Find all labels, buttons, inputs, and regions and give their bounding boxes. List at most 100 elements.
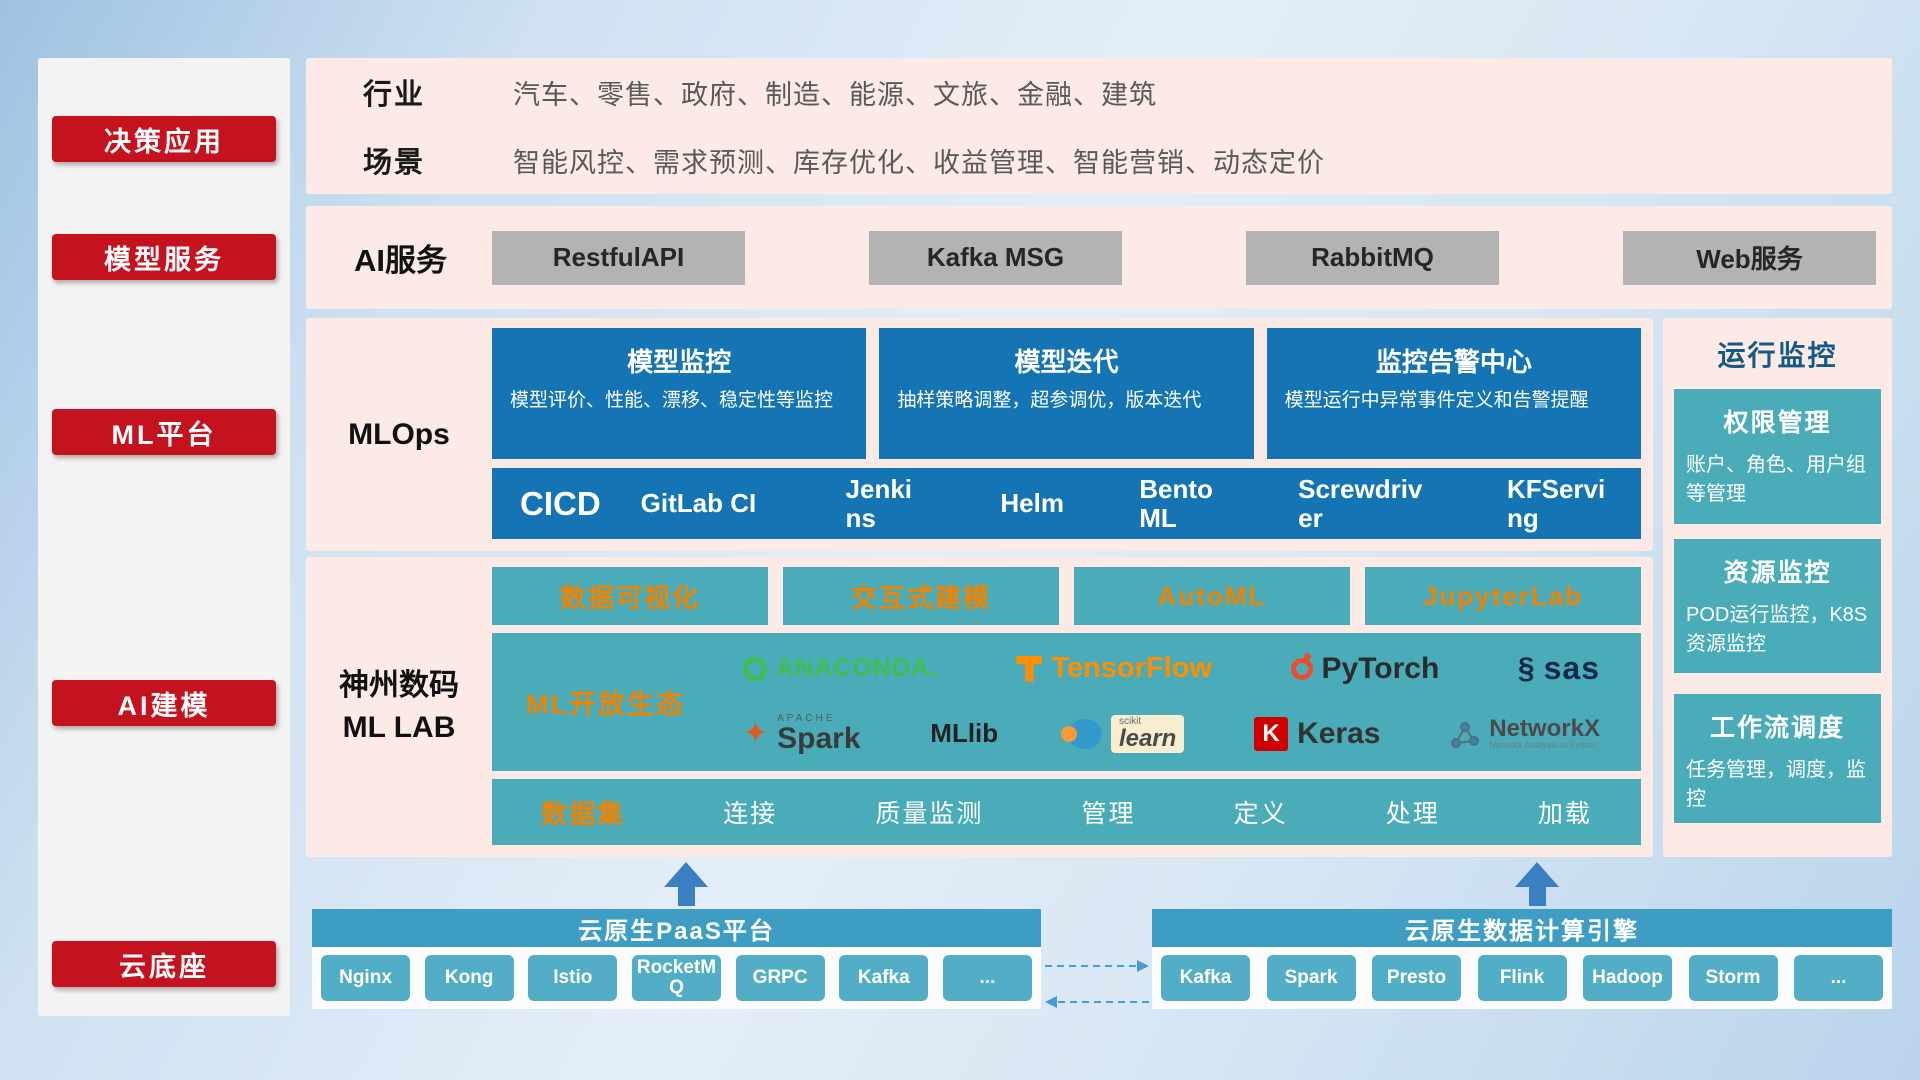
networkx-text: NetworkX: [1489, 715, 1600, 743]
ai-service-label: AI服务: [354, 243, 447, 278]
anaconda-text: ANACONDA.: [776, 654, 938, 683]
component-nginx: Nginx: [321, 955, 410, 1001]
spark-star-icon: ✦: [743, 716, 769, 750]
ecosystem-row-1: ANACONDA. TensorFlow PyTorch § sas: [717, 650, 1626, 687]
data-engine-bar: 云原生数据计算引擎: [1152, 909, 1892, 947]
sas-text: sas: [1543, 650, 1600, 687]
mlops-cards: 模型监控 模型评价、性能、漂移、稳定性等监控 模型迭代 抽样策略调整，超参调优，…: [492, 328, 1641, 459]
ml-ecosystem-box: ML开放生态 ANACONDA. TensorFlow PyTorch: [492, 633, 1641, 771]
mllab-label-line1: 神州数码: [339, 669, 459, 702]
card-workflow-scheduling: 工作流调度 任务管理，调度，监控: [1674, 694, 1881, 823]
card-title: 模型监控: [627, 347, 732, 377]
service-web: Web服务: [1623, 230, 1876, 285]
industry-label: 行业: [363, 79, 426, 111]
ai-service-panel: AI服务 RestfulAPI Kafka MSG RabbitMQ Web服务: [306, 206, 1892, 309]
up-arrow-icon: [664, 862, 708, 906]
networkx-icon: [1451, 721, 1480, 748]
dataset-item-load: 加载: [1537, 800, 1592, 828]
spark-text: Spark: [777, 721, 861, 755]
tool-interactive-modeling: 交互式建模: [783, 567, 1059, 625]
tool-automl: AutoML: [1074, 567, 1350, 625]
tensorflow-text: TensorFlow: [1051, 652, 1212, 685]
scikit-super-text: scikit: [1118, 715, 1142, 727]
card-permission-management: 权限管理 账户、角色、用户组等管理: [1674, 389, 1881, 524]
keras-logo: K Keras: [1254, 716, 1381, 751]
left-sidebar: 决策应用 模型服务 ML平台 AI建模 云底座: [38, 58, 290, 1016]
dataset-item-process: 处理: [1385, 800, 1440, 828]
ecosystem-row-2: ✦ APACHE Spark MLlib scikit learn: [717, 712, 1626, 755]
service-rabbitmq: RabbitMQ: [1246, 230, 1499, 285]
mllab-label-line2: ML LAB: [342, 711, 456, 744]
component-kafka: Kafka: [1161, 955, 1250, 1001]
runtime-monitoring-panel: 运行监控 权限管理 账户、角色、用户组等管理 资源监控 POD运行监控，K8S资…: [1663, 318, 1892, 857]
dataset-item-define: 定义: [1233, 800, 1288, 828]
card-desc: 模型运行中异常事件定义和告警提醒: [1284, 390, 1589, 411]
card-title: 模型迭代: [1014, 347, 1119, 377]
cicd-label: CICD: [520, 484, 601, 522]
card-resource-monitoring: 资源监控 POD运行监控，K8S资源监控: [1674, 539, 1881, 673]
card-desc: POD运行监控，K8S资源监控: [1686, 604, 1868, 655]
pytorch-text: PyTorch: [1321, 651, 1440, 685]
tool-kfserving: KFServing: [1506, 474, 1606, 533]
tensorflow-icon: [1016, 655, 1043, 682]
ecosystem-logos: ANACONDA. TensorFlow PyTorch § sas: [717, 637, 1626, 767]
mllab-label: 神州数码 ML LAB: [306, 557, 492, 857]
cicd-tools: GitLab CI Jenkins Helm BentoML Screwdriv…: [641, 475, 1613, 531]
sidebar-item-decision-apps: 决策应用: [52, 116, 276, 162]
ai-service-buttons: RestfulAPI Kafka MSG RabbitMQ Web服务: [492, 206, 1876, 309]
mllab-panel: 神州数码 ML LAB 数据可视化 交互式建模 AutoML JupyterLa…: [306, 557, 1653, 857]
dataset-item-quality: 质量监测: [875, 800, 984, 828]
card-desc: 模型评价、性能、漂移、稳定性等监控: [510, 390, 834, 411]
tool-screwdriver: Screwdriver: [1298, 474, 1423, 533]
data-engine-components: Kafka Spark Presto Flink Hadoop Storm ..…: [1152, 947, 1892, 1009]
industry-scenario-panel: 行业 汽车、零售、政府、制造、能源、文旅、金融、建筑 场景 智能风控、需求预测、…: [306, 58, 1892, 194]
tool-jenkins: Jenkins: [845, 474, 913, 533]
ecosystem-label: ML开放生态: [526, 689, 685, 720]
pytorch-logo: PyTorch: [1290, 651, 1440, 686]
tool-helm: Helm: [1000, 488, 1064, 519]
sidebar-item-ml-platform: ML平台: [52, 409, 276, 455]
pytorch-icon: [1290, 652, 1313, 680]
component-kong: Kong: [424, 955, 514, 1001]
card-alert-center: 监控告警中心 模型运行中异常事件定义和告警提醒: [1266, 328, 1641, 459]
mllab-top-tools: 数据可视化 交互式建模 AutoML JupyterLab: [492, 567, 1641, 625]
anaconda-icon: [743, 656, 767, 681]
tool-bentoml: BentoML: [1139, 474, 1213, 533]
component-grpc: GRPC: [735, 955, 825, 1001]
component-flink: Flink: [1477, 955, 1567, 1001]
keras-text: Keras: [1297, 716, 1381, 750]
card-desc: 任务管理，调度，监控: [1686, 759, 1866, 810]
scenario-label: 场景: [363, 147, 426, 179]
card-title: 监控告警中心: [1375, 347, 1532, 377]
sidebar-item-cloud-base: 云底座: [52, 941, 276, 987]
sidebar-item-ai-modeling: AI建模: [52, 680, 276, 726]
tool-jupyterlab: JupyterLab: [1365, 567, 1641, 625]
dataset-label: 数据集: [541, 798, 626, 829]
sas-icon: §: [1517, 651, 1535, 685]
dataset-item-connect: 连接: [723, 800, 778, 828]
mllib-text: MLlib: [930, 718, 999, 749]
scikit-learn-logo: scikit learn: [1060, 714, 1185, 753]
networkx-subtitle: Network Analysis in Python: [1489, 740, 1598, 751]
scenario-list: 智能风控、需求预测、库存优化、收益管理、智能营销、动态定价: [513, 147, 1325, 178]
card-model-iteration: 模型迭代 抽样策略调整，超参调优，版本迭代: [879, 328, 1254, 459]
up-arrow-icon: [1515, 862, 1559, 906]
component-storm: Storm: [1688, 955, 1778, 1001]
cicd-bar: CICD GitLab CI Jenkins Helm BentoML Scre…: [492, 468, 1641, 539]
paas-components: Nginx Kong Istio RocketMQ GRPC Kafka ...: [312, 947, 1041, 1009]
card-title: 权限管理: [1723, 409, 1832, 437]
card-title: 工作流调度: [1709, 714, 1845, 742]
dataset-item-manage: 管理: [1081, 800, 1136, 828]
spark-super-text: APACHE: [777, 712, 836, 724]
tensorflow-logo: TensorFlow: [1016, 652, 1212, 685]
component-hadoop: Hadoop: [1583, 955, 1672, 1001]
mlops-panel: MLOps 模型监控 模型评价、性能、漂移、稳定性等监控 模型迭代 抽样策略调整…: [306, 318, 1653, 551]
card-desc: 抽样策略调整，超参调优，版本迭代: [897, 390, 1202, 411]
card-desc: 账户、角色、用户组等管理: [1686, 454, 1866, 505]
service-restfulapi: RestfulAPI: [492, 230, 745, 285]
scikit-text: learn: [1118, 724, 1177, 752]
component-kafka: Kafka: [839, 955, 929, 1001]
component-more: ...: [942, 955, 1032, 1001]
service-kafka-msg: Kafka MSG: [869, 230, 1122, 285]
